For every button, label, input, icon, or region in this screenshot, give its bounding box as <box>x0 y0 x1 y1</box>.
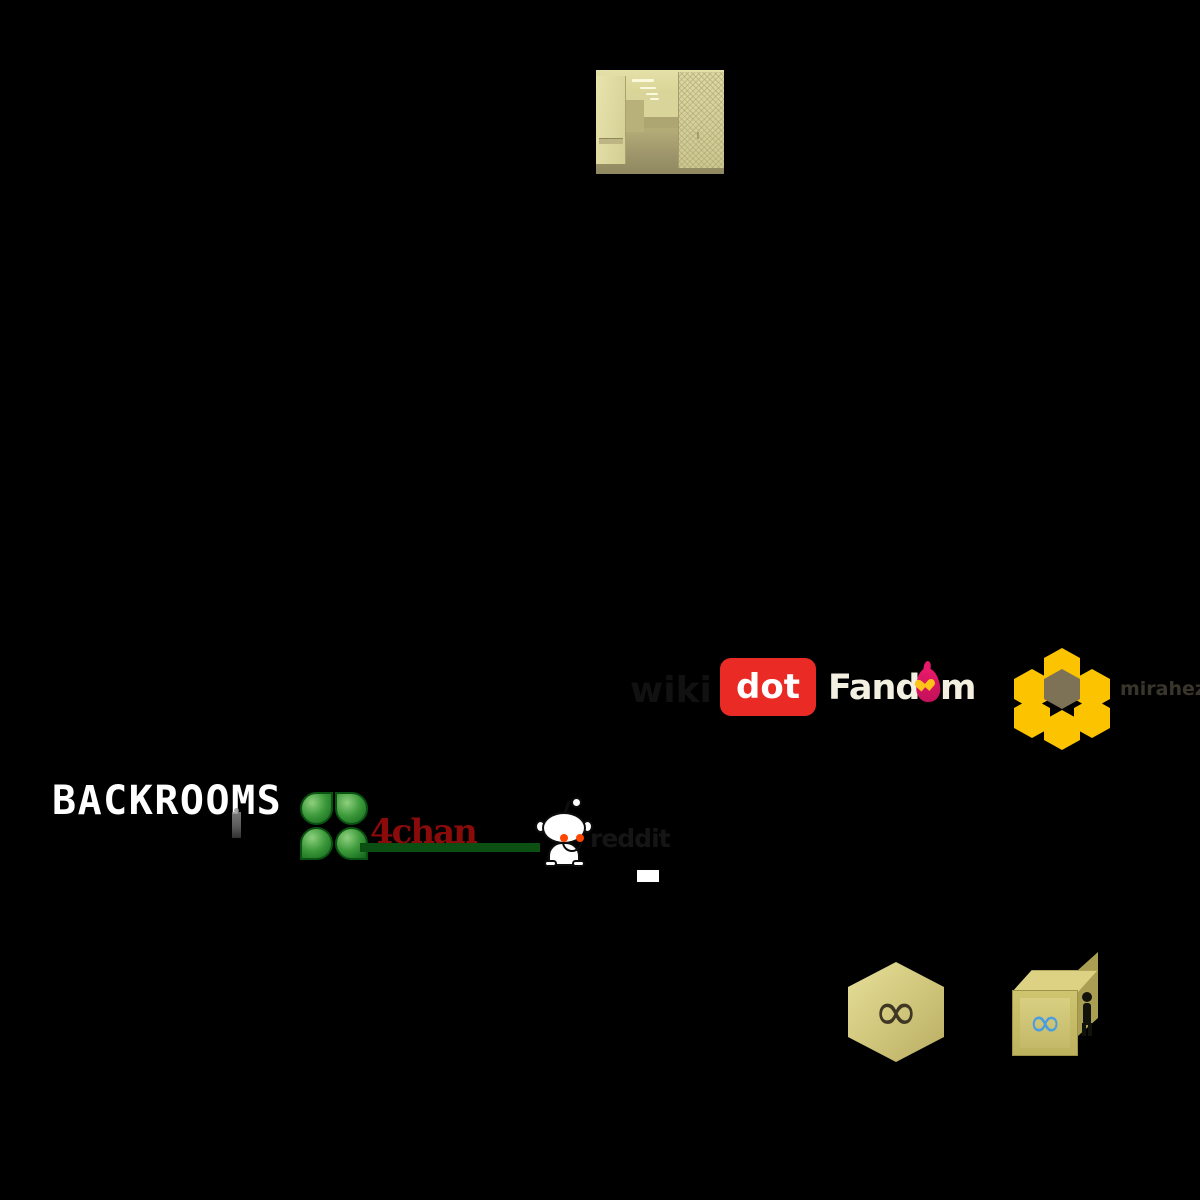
figure-head <box>1082 992 1092 1002</box>
flame-icon <box>914 667 942 703</box>
fandom-prefix: Fand <box>828 668 920 708</box>
backrooms-photo <box>596 70 724 174</box>
wikidot-badge: dot <box>720 658 816 716</box>
backrooms-title: BACKROOMS <box>52 778 283 824</box>
human-silhouette-icon <box>232 808 241 838</box>
infinity-symbol: ∞ <box>873 980 919 1043</box>
clover-leaf <box>300 827 333 860</box>
photo-doorway <box>626 100 644 132</box>
snoo-eye <box>576 834 584 842</box>
isometric-cube-room-icon: ∞ <box>1004 951 1116 1068</box>
wikidot-badge-label: dot <box>736 667 800 707</box>
snoo-head <box>542 812 586 852</box>
reddit-swatch <box>637 870 659 882</box>
fandom-suffix: m <box>940 668 976 708</box>
honeycomb-center-cell <box>1044 669 1080 709</box>
honeycomb-cell <box>1044 710 1080 750</box>
cube-inner-room <box>1020 998 1070 1048</box>
figure-body <box>1083 1003 1091 1025</box>
photo-fluorescent-light <box>632 79 654 82</box>
photo-right-wallpaper <box>678 72 724 168</box>
figure-leg <box>1088 1023 1092 1036</box>
reddit-wordmark: reddit <box>590 824 671 853</box>
clover-leaf <box>335 792 368 825</box>
photo-fluorescent-light <box>640 87 656 89</box>
photo-fluorescent-light <box>646 93 658 95</box>
fandom-logo: Fand m <box>828 667 976 714</box>
clover-leaf <box>300 792 333 825</box>
hexagon-infinity-badge-icon: ∞ <box>844 958 948 1066</box>
human-silhouette-icon <box>1080 992 1094 1036</box>
figure-leg <box>1082 1023 1086 1036</box>
snoo-foot <box>572 860 585 867</box>
heart-icon <box>921 680 936 694</box>
honeycomb-label: miraheze <box>1120 678 1200 700</box>
wikidot-logo: wiki dot <box>630 652 825 722</box>
snoo-antenna-dot <box>571 797 582 808</box>
photo-left-wall <box>596 76 626 164</box>
fourchan-underline <box>360 843 540 852</box>
four-leaf-clover-icon <box>300 792 372 864</box>
reddit-logo: reddit <box>520 790 671 882</box>
snoo-eye <box>560 834 568 842</box>
wikidot-prefix: wiki <box>630 670 712 711</box>
infinity-symbol: ∞ <box>1028 1000 1062 1046</box>
honeycomb-logo: miraheze <box>1012 648 1200 750</box>
fourchan-wordmark: 4chan <box>370 812 478 852</box>
snoo-foot <box>544 860 557 867</box>
honeycomb-cell <box>1074 698 1110 738</box>
photo-fluorescent-light <box>650 98 659 100</box>
snoo-mascot-icon <box>535 797 593 867</box>
